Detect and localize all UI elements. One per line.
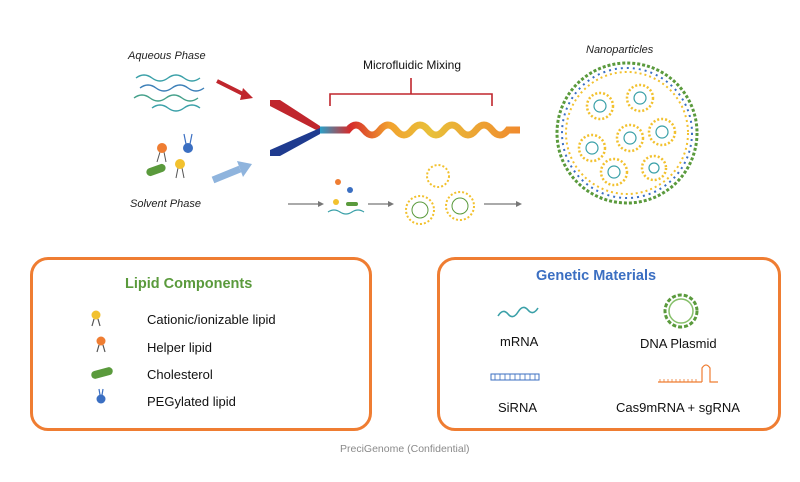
aqueous-strands-icon <box>133 74 205 112</box>
solvent-arrow-icon <box>211 161 252 184</box>
lipid-components-title: Lipid Components <box>125 276 253 292</box>
blue-lipid-icon <box>96 388 106 404</box>
lipid-item-label: Cationic/ionizable lipid <box>147 312 276 327</box>
genetic-materials-title: Genetic Materials <box>536 268 657 284</box>
nanoparticles-label: Nanoparticles <box>586 44 654 56</box>
cholesterol-icon <box>91 367 113 379</box>
nanoparticle-icon <box>555 61 699 205</box>
aqueous-arrow-icon <box>216 79 253 100</box>
mixing-bracket <box>329 78 493 106</box>
aqueous-phase-label: Aqueous Phase <box>128 50 206 62</box>
lipid-item-label: Cholesterol <box>147 367 213 382</box>
microfluidic-chip <box>270 100 520 156</box>
microfluidic-mixing-label: Microfluidic Mixing <box>363 58 462 72</box>
genetic-materials-panel: Genetic Materials mRNA DNA Plasmid SiRNA… <box>437 257 781 431</box>
dna-plasmid-icon <box>663 293 699 329</box>
yellow-lipid-icon <box>91 310 101 327</box>
assembly-sequence <box>288 164 522 225</box>
lipid-components-panel: Lipid Components Cationic/ionizable lipi… <box>30 257 372 431</box>
lipid-item-label: PEGylated lipid <box>147 394 236 409</box>
solvent-lipids-icon <box>146 133 193 179</box>
sirna-icon <box>490 373 540 381</box>
confidential-footer: PreciGenome (Confidential) <box>340 443 470 455</box>
mrna-icon <box>497 306 539 318</box>
cas9-sgrna-icon <box>658 364 718 383</box>
genetic-item-label: DNA Plasmid <box>640 336 717 351</box>
genetic-item-label: Cas9mRNA + sgRNA <box>616 400 740 415</box>
lipid-item-label: Helper lipid <box>147 340 213 355</box>
genetic-item-label: mRNA <box>500 334 539 349</box>
orange-lipid-icon <box>96 336 106 353</box>
solvent-phase-label: Solvent Phase <box>130 198 201 210</box>
genetic-item-label: SiRNA <box>498 400 538 415</box>
